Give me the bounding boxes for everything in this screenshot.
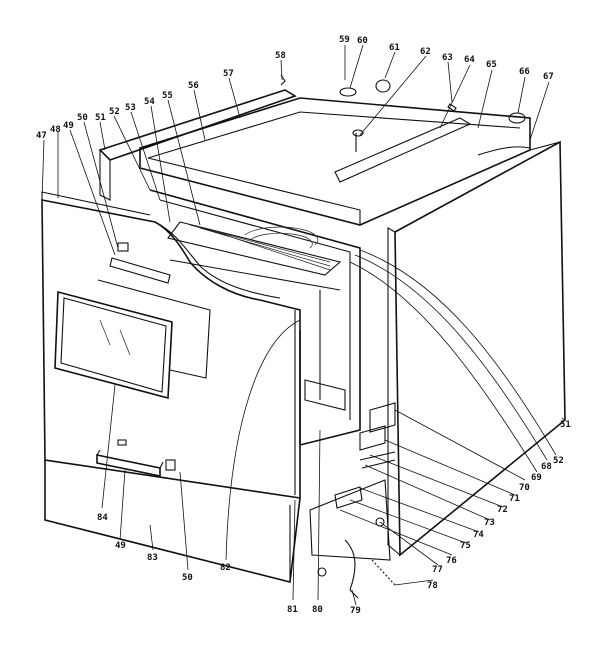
callout-67: 67: [543, 72, 554, 82]
callout-57: 57: [223, 69, 234, 79]
callout-74: 74: [473, 530, 484, 540]
oven-door: [41, 191, 301, 499]
callout-55: 55: [162, 91, 173, 101]
callout-80: 80: [312, 605, 323, 615]
callout-58: 58: [275, 51, 286, 61]
callout-59: 59: [339, 35, 350, 45]
callout-75: 75: [460, 541, 471, 551]
callout-62: 62: [420, 47, 431, 57]
callout-68: 68: [541, 462, 552, 472]
callout-66: 66: [519, 67, 530, 77]
callout-72: 72: [497, 505, 508, 515]
callout-76: 76: [446, 556, 457, 566]
callout-82: 82: [220, 563, 231, 573]
callout-51-right: 51: [560, 420, 571, 430]
callout-73: 73: [484, 518, 495, 528]
oven-cavity: [149, 189, 361, 447]
callout-50: 50: [77, 113, 88, 123]
callout-53: 53: [125, 103, 136, 113]
callout-70: 70: [519, 483, 530, 493]
callout-84: 84: [97, 513, 108, 523]
callout-83: 83: [147, 553, 158, 563]
callout-64: 64: [464, 55, 475, 65]
callout-54: 54: [144, 97, 155, 107]
cabinet-top: [139, 74, 531, 226]
hinge-hardware: [309, 402, 396, 599]
right-side-panel: [387, 140, 566, 557]
callout-79: 79: [350, 606, 361, 616]
callout-48: 48: [50, 125, 61, 135]
callout-52-right: 52: [553, 456, 564, 466]
lower-drawer: [44, 439, 301, 583]
callout-78: 78: [427, 581, 438, 591]
rear-trim-strip: [98, 89, 297, 201]
callout-51: 51: [95, 113, 106, 123]
callout-50-lower: 50: [182, 573, 193, 583]
callout-63: 63: [442, 53, 453, 63]
callout-71: 71: [509, 494, 520, 504]
callout-60: 60: [357, 36, 368, 46]
callout-52: 52: [109, 107, 120, 117]
callout-69: 69: [531, 473, 542, 483]
leader-lines: [41, 44, 566, 606]
callout-77: 77: [432, 565, 443, 575]
callout-56: 56: [188, 81, 199, 91]
callout-81: 81: [287, 605, 298, 615]
callout-49-lower: 49: [115, 541, 126, 551]
callout-47: 47: [36, 131, 47, 141]
callout-labels: 47 48 49 50 51 52 53 54 55 56 57 58 59 6…: [36, 35, 571, 616]
callout-61: 61: [389, 43, 400, 53]
callout-65: 65: [486, 60, 497, 70]
callout-49: 49: [63, 121, 74, 131]
